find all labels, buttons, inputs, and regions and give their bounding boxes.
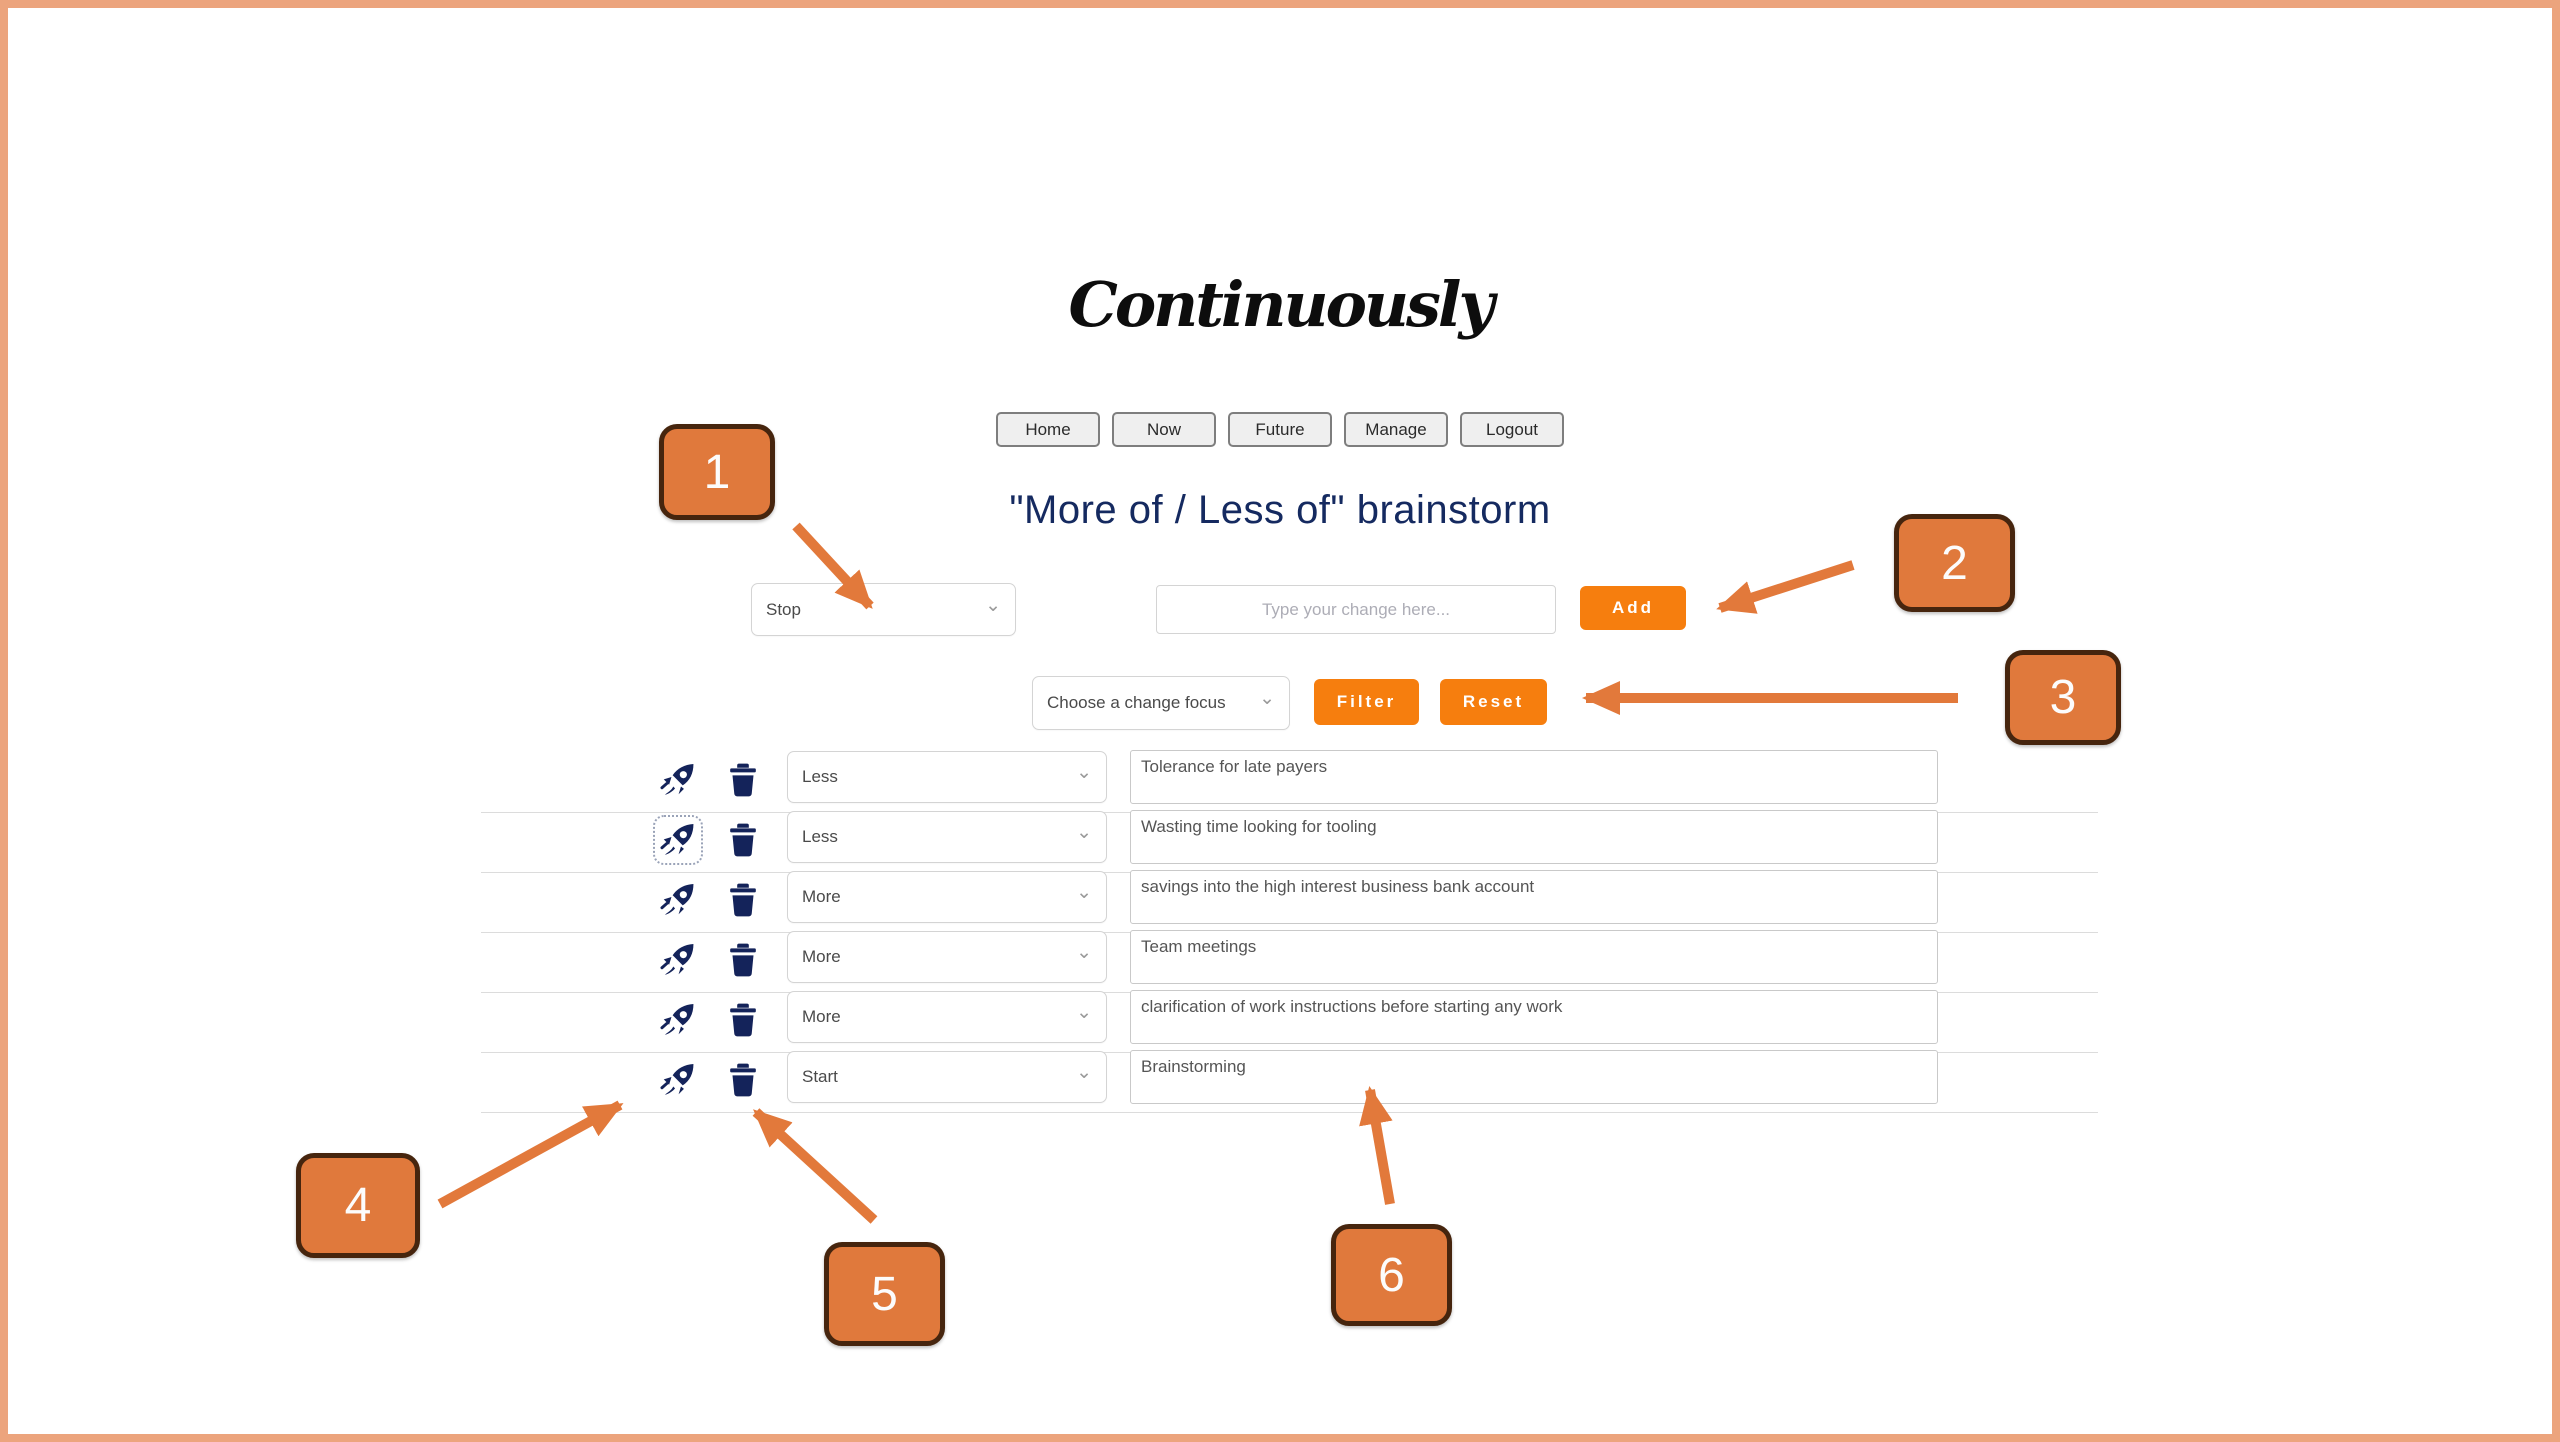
annotation-badge-3: 3 xyxy=(2005,650,2121,745)
change-type-select[interactable]: Stop ⌄ xyxy=(751,583,1016,636)
change-focus-select[interactable]: More ⌄ xyxy=(787,931,1107,983)
change-row: More ⌄ clarification of work instruction… xyxy=(481,990,2098,1053)
trash-icon xyxy=(729,1003,757,1040)
change-focus-value: More xyxy=(802,1007,841,1026)
nav-logout-button[interactable]: Logout xyxy=(1460,412,1564,447)
annotation-badge-2: 2 xyxy=(1894,514,2015,612)
change-focus-value: More xyxy=(802,887,841,906)
changes-table: Less ⌄ Tolerance for late payers xyxy=(481,750,2098,1113)
change-type-select-value: Stop xyxy=(766,599,801,619)
change-focus-filter-value: Choose a change focus xyxy=(1047,693,1226,712)
annotation-badge-4: 4 xyxy=(296,1153,420,1258)
launch-change-button[interactable] xyxy=(657,1059,699,1101)
change-focus-select[interactable]: Less ⌄ xyxy=(787,751,1107,803)
delete-change-button[interactable] xyxy=(727,881,759,919)
change-focus-value: More xyxy=(802,947,841,966)
delete-change-button[interactable] xyxy=(727,941,759,979)
nav-home-button[interactable]: Home xyxy=(996,412,1100,447)
delete-change-button[interactable] xyxy=(727,1001,759,1039)
change-row: Less ⌄ Tolerance for late payers xyxy=(481,750,2098,813)
annotation-badge-1: 1 xyxy=(659,424,775,520)
change-focus-select[interactable]: Start ⌄ xyxy=(787,1051,1107,1103)
filter-button[interactable]: Filter xyxy=(1314,679,1419,725)
rocket-icon xyxy=(659,1063,697,1102)
trash-icon xyxy=(729,1063,757,1100)
main-nav: Home Now Future Manage Logout xyxy=(8,412,2552,447)
change-focus-filter-select[interactable]: Choose a change focus ⌄ xyxy=(1032,676,1290,730)
annotation-arrow-5 xyxy=(752,1108,878,1224)
trash-icon xyxy=(729,883,757,920)
nav-future-button[interactable]: Future xyxy=(1228,412,1332,447)
page-title: "More of / Less of" brainstorm xyxy=(1009,488,1551,532)
delete-change-button[interactable] xyxy=(727,1061,759,1099)
rocket-icon xyxy=(659,763,697,802)
change-focus-select[interactable]: Less ⌄ xyxy=(787,811,1107,863)
launch-change-button[interactable] xyxy=(653,815,703,865)
rocket-icon xyxy=(659,1003,697,1042)
launch-change-button[interactable] xyxy=(657,879,699,921)
app-logo: Continuously xyxy=(1068,268,1494,341)
change-text-input[interactable]: clarification of work instructions befor… xyxy=(1130,990,1938,1044)
delete-change-button[interactable] xyxy=(727,761,759,799)
nav-manage-button[interactable]: Manage xyxy=(1344,412,1448,447)
annotation-badge-5: 5 xyxy=(824,1242,945,1346)
rocket-icon xyxy=(659,943,697,982)
change-focus-value: Less xyxy=(802,827,838,846)
change-focus-select[interactable]: More ⌄ xyxy=(787,991,1107,1043)
new-change-input[interactable] xyxy=(1156,585,1556,634)
reset-button[interactable]: Reset xyxy=(1440,679,1547,725)
annotation-badge-6: 6 xyxy=(1331,1224,1452,1326)
delete-change-button[interactable] xyxy=(727,821,759,859)
change-focus-value: Start xyxy=(802,1067,838,1086)
rocket-icon xyxy=(659,883,697,922)
nav-now-button[interactable]: Now xyxy=(1112,412,1216,447)
change-row: More ⌄ Team meetings xyxy=(481,930,2098,993)
trash-icon xyxy=(729,823,757,860)
annotation-arrow-4 xyxy=(437,1100,624,1209)
change-row: Less ⌄ Wasting time looking for tooling xyxy=(481,810,2098,873)
change-text-input[interactable]: savings into the high interest business … xyxy=(1130,870,1938,924)
change-text-input[interactable]: Team meetings xyxy=(1130,930,1938,984)
add-button[interactable]: Add xyxy=(1580,586,1686,630)
launch-change-button[interactable] xyxy=(657,939,699,981)
change-text-input[interactable]: Brainstorming xyxy=(1130,1050,1938,1104)
rocket-icon xyxy=(659,823,697,862)
change-focus-value: Less xyxy=(802,767,838,786)
trash-icon xyxy=(729,943,757,980)
change-text-input[interactable]: Wasting time looking for tooling xyxy=(1130,810,1938,864)
launch-change-button[interactable] xyxy=(657,999,699,1041)
annotation-arrow-2 xyxy=(1716,560,1855,614)
change-text-input[interactable]: Tolerance for late payers xyxy=(1130,750,1938,804)
change-row: More ⌄ savings into the high interest bu… xyxy=(481,870,2098,933)
trash-icon xyxy=(729,763,757,800)
launch-change-button[interactable] xyxy=(657,759,699,801)
change-row: Start ⌄ Brainstorming xyxy=(481,1050,2098,1113)
change-focus-select[interactable]: More ⌄ xyxy=(787,871,1107,923)
